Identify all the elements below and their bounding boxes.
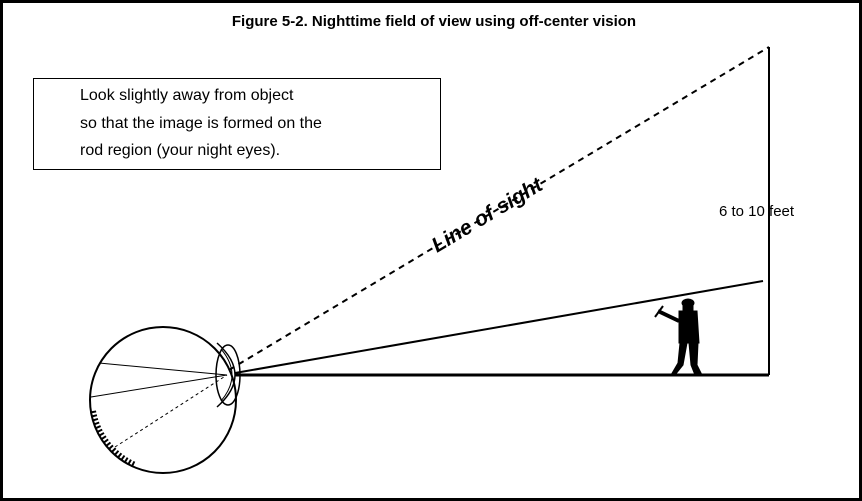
- soldier-silhouette: [654, 298, 703, 376]
- ray-inner-2: [90, 374, 228, 398]
- eye-cornea: [216, 342, 236, 408]
- rod-region-retina: [90, 410, 137, 468]
- eye-cornea-inner: [220, 348, 233, 402]
- figure-title: Figure 5-2. Nighttime field of view usin…: [231, 13, 637, 30]
- line-of-sight-dashed: [228, 46, 770, 371]
- height-label: 6 to 10 feet: [719, 203, 795, 220]
- line-of-sight-label: Line of sight: [428, 173, 548, 258]
- object-top-line: [234, 280, 764, 374]
- ray-inner-dashed: [114, 374, 228, 448]
- instruction-note-box: Look slightly away from object so that t…: [33, 78, 441, 170]
- note-line-2: so that the image is formed on the: [80, 115, 322, 132]
- night-vision-diagram: Line of sight 6 to 10 feet: [89, 46, 795, 474]
- note-line-1: Look slightly away from object: [80, 87, 294, 104]
- note-line-3: rod region (your night eyes).: [80, 142, 281, 159]
- ray-inner-1: [98, 362, 228, 376]
- eye-lens: [215, 344, 241, 406]
- eyeball: [89, 326, 237, 474]
